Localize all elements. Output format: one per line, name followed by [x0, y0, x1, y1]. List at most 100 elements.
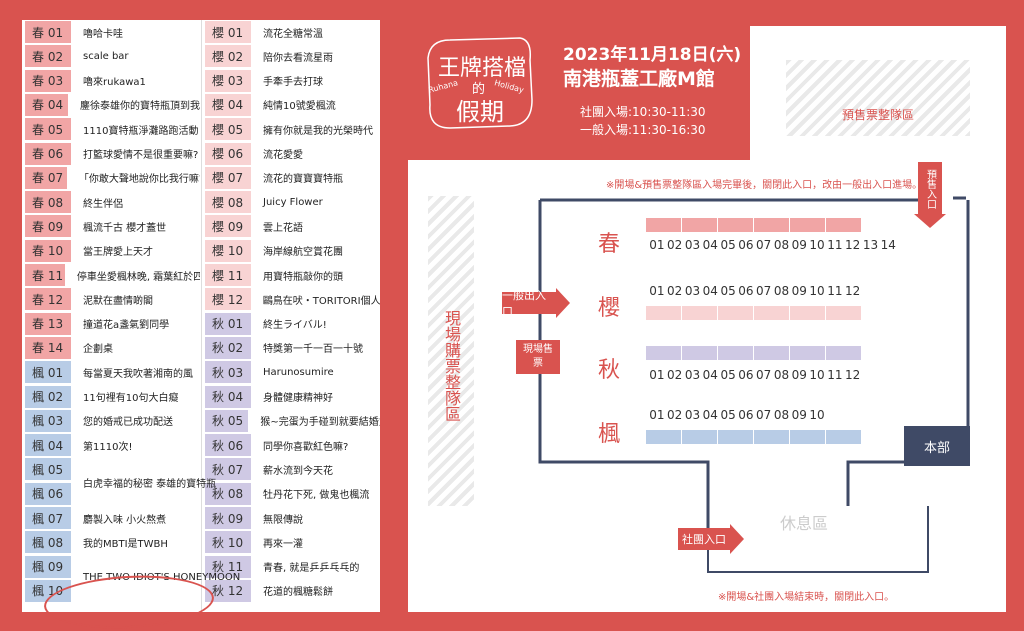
stall-number: 05 [720, 408, 736, 422]
stall-cell [754, 346, 789, 360]
booth-name-merged: 白虎幸福的秘密 泰雄的寶特瓶 [83, 478, 217, 490]
logo-de: 的 [472, 82, 486, 97]
list-item: 櫻 07 流花的寶寶寶特瓶 [202, 166, 380, 190]
booth-name: 牡丹花下死, 做鬼也楓流 [263, 490, 370, 502]
stall-number: 02 [667, 368, 683, 382]
club-entry-label: 社團入口 [682, 533, 726, 546]
booth-name: 流花愛愛 [263, 150, 303, 161]
booth-name: 企劃桌 [83, 344, 113, 356]
onsite-ticket-sign[interactable]: 現場售票 [516, 340, 560, 374]
stall-number: 03 [684, 408, 701, 422]
stall-cell [790, 306, 825, 320]
stall-number: 05 [720, 238, 736, 252]
stall-number: 04 [702, 368, 718, 382]
booth-name: 第1110次! [83, 441, 133, 453]
stall-number: 03 [684, 368, 701, 382]
stall-cell [826, 218, 861, 232]
stall-number: 01 [649, 284, 665, 298]
time-club: 社團入場:10:30-11:30 [580, 105, 706, 119]
booth-code: 春 07 [25, 166, 67, 189]
logo-line2: 假期 [456, 98, 504, 126]
zone-autumn: 秋 [598, 358, 621, 383]
booth-code: 楓 02 [25, 385, 71, 408]
list-item: 春 07 「你敢大聲地說你比我行嘛?」 [22, 166, 200, 190]
stall-number: 11 [827, 284, 843, 298]
stall-cell [754, 218, 789, 232]
booth-name: 泥默在盡情啲閣 [83, 295, 153, 307]
booth-name: 11句裡有10句大白癡 [83, 393, 179, 404]
booth-code: 秋 05 [205, 409, 249, 432]
booth-code: 櫻 07 [205, 166, 251, 189]
booth-code: 春 08 [25, 191, 71, 214]
booth-name: 1110寶特瓶淨灘路跑活動 [83, 125, 199, 137]
stall-cell [718, 346, 753, 360]
booth-code: 秋 02 [205, 336, 251, 359]
stall-number: 10 [809, 368, 825, 382]
stalls-maple [646, 430, 861, 444]
stall-number: 12 [845, 368, 861, 382]
stall-number: 08 [773, 408, 790, 422]
booth-name: 打籃球愛情不是很重要嘛? [83, 150, 199, 161]
note-top: ※開場&預售票整隊區入場完畢後，關閉此入口，改由一般出入口進場。 [606, 180, 923, 191]
booth-name: 「你敢大聲地說你比我行嘛?」 [78, 174, 200, 186]
booth-code: 秋 04 [205, 385, 251, 408]
booth-code: 春 04 [25, 93, 68, 116]
booth-name: 純情10號愛楓流 [263, 101, 336, 113]
list-divider [201, 20, 202, 612]
list-item: 楓 09 [22, 555, 200, 579]
booth-name: 薪水流到今天花 [263, 465, 333, 477]
general-entry-sign[interactable]: 一般出入口 [502, 289, 556, 318]
presale-area: 預售票整隊區 [750, 26, 1006, 160]
booth-name: 雲上花語 [263, 222, 303, 234]
time-general: 一般入場:11:30-16:30 [580, 123, 706, 137]
stall-cell [682, 346, 717, 360]
booth-code: 楓 01 [25, 361, 71, 384]
booth-name: 嚕來rukawa1 [83, 77, 146, 89]
stall-cell [646, 306, 681, 320]
booth-code: 秋 01 [205, 312, 251, 335]
logo: 王牌搭檔 的 假期 Ruhana Holiday [420, 30, 538, 140]
club-entry-sign[interactable]: 社團入口 [678, 528, 730, 550]
stall-number: 01 [649, 238, 665, 252]
stall-number: 06 [738, 368, 754, 382]
presale-entry-label: 預售入口 [924, 169, 936, 209]
stall-number: 12 [845, 284, 861, 298]
booth-name: 流花的寶寶寶特瓶 [263, 174, 343, 186]
list-item: 楓 10 [22, 579, 200, 603]
booth-name: 猴~完蛋为手碰到就要結婚力 [260, 417, 380, 429]
stall-cell [718, 218, 753, 232]
presale-entry-sign[interactable]: 預售入口 [918, 162, 942, 216]
booth-code: 秋 07 [205, 458, 251, 481]
stall-number: 02 [667, 284, 683, 298]
stall-number: 03 [684, 284, 701, 298]
booth-code: 櫻 02 [205, 45, 251, 68]
stall-number: 01 [649, 408, 665, 422]
booth-code: 春 01 [25, 21, 71, 43]
booth-code: 秋 12 [205, 579, 251, 602]
booth-code: 楓 08 [25, 531, 71, 554]
booth-name: 終生ライバル! [263, 320, 327, 332]
booth-code: 春 09 [25, 215, 71, 238]
